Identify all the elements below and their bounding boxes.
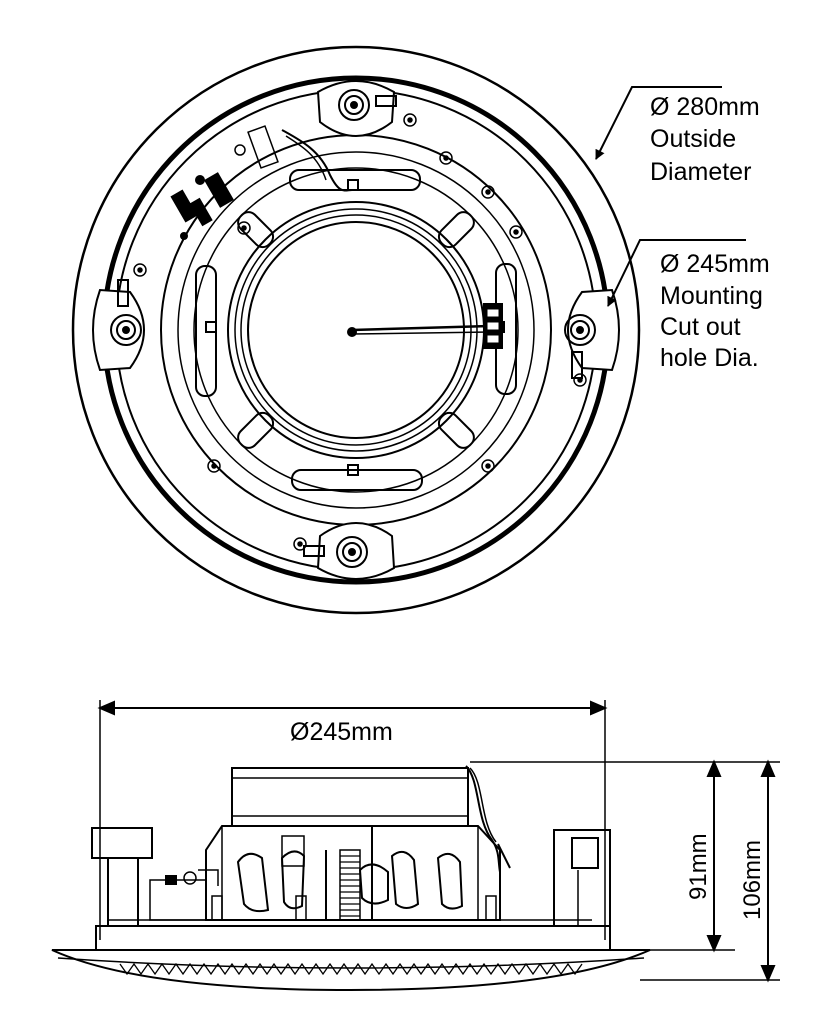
outer-bezel-circle — [71, 45, 641, 615]
clamp-bottom — [303, 522, 396, 580]
basket-frame — [205, 825, 501, 921]
clamp-left — [92, 279, 145, 372]
transformer-board — [170, 125, 279, 240]
magnet-inner — [247, 221, 465, 439]
side-clamp-right — [553, 829, 611, 927]
speaker-wire — [281, 129, 353, 192]
outside-diameter-line1: Ø 280mm — [650, 93, 760, 121]
depth-label: 91mm — [685, 833, 712, 900]
outside-diameter-line3: Diameter — [650, 158, 751, 186]
plate-screws — [133, 113, 587, 551]
outside-diameter-line2: Outside — [650, 125, 736, 153]
clamp-top — [316, 80, 397, 137]
cutout-line3: Cut out — [660, 313, 741, 341]
top-view-leaders — [595, 86, 746, 307]
side-clamp-left — [91, 827, 153, 859]
lead-wire — [351, 324, 491, 332]
side-view — [51, 700, 780, 992]
magnet-cylinder — [231, 767, 469, 827]
basket-openings — [236, 850, 464, 913]
cutout-line1: Ø 245mm — [660, 250, 770, 278]
vent-slots — [195, 169, 517, 491]
grille-flange — [51, 949, 651, 992]
clamp-right — [564, 288, 620, 379]
grille-pattern — [119, 962, 583, 976]
top-view — [71, 45, 641, 615]
width-label: Ø245mm — [290, 718, 393, 746]
cutout-line4: hole Dia. — [660, 344, 759, 372]
total-height-label: 106mm — [739, 840, 766, 920]
cutout-line2: Mounting — [660, 282, 763, 310]
